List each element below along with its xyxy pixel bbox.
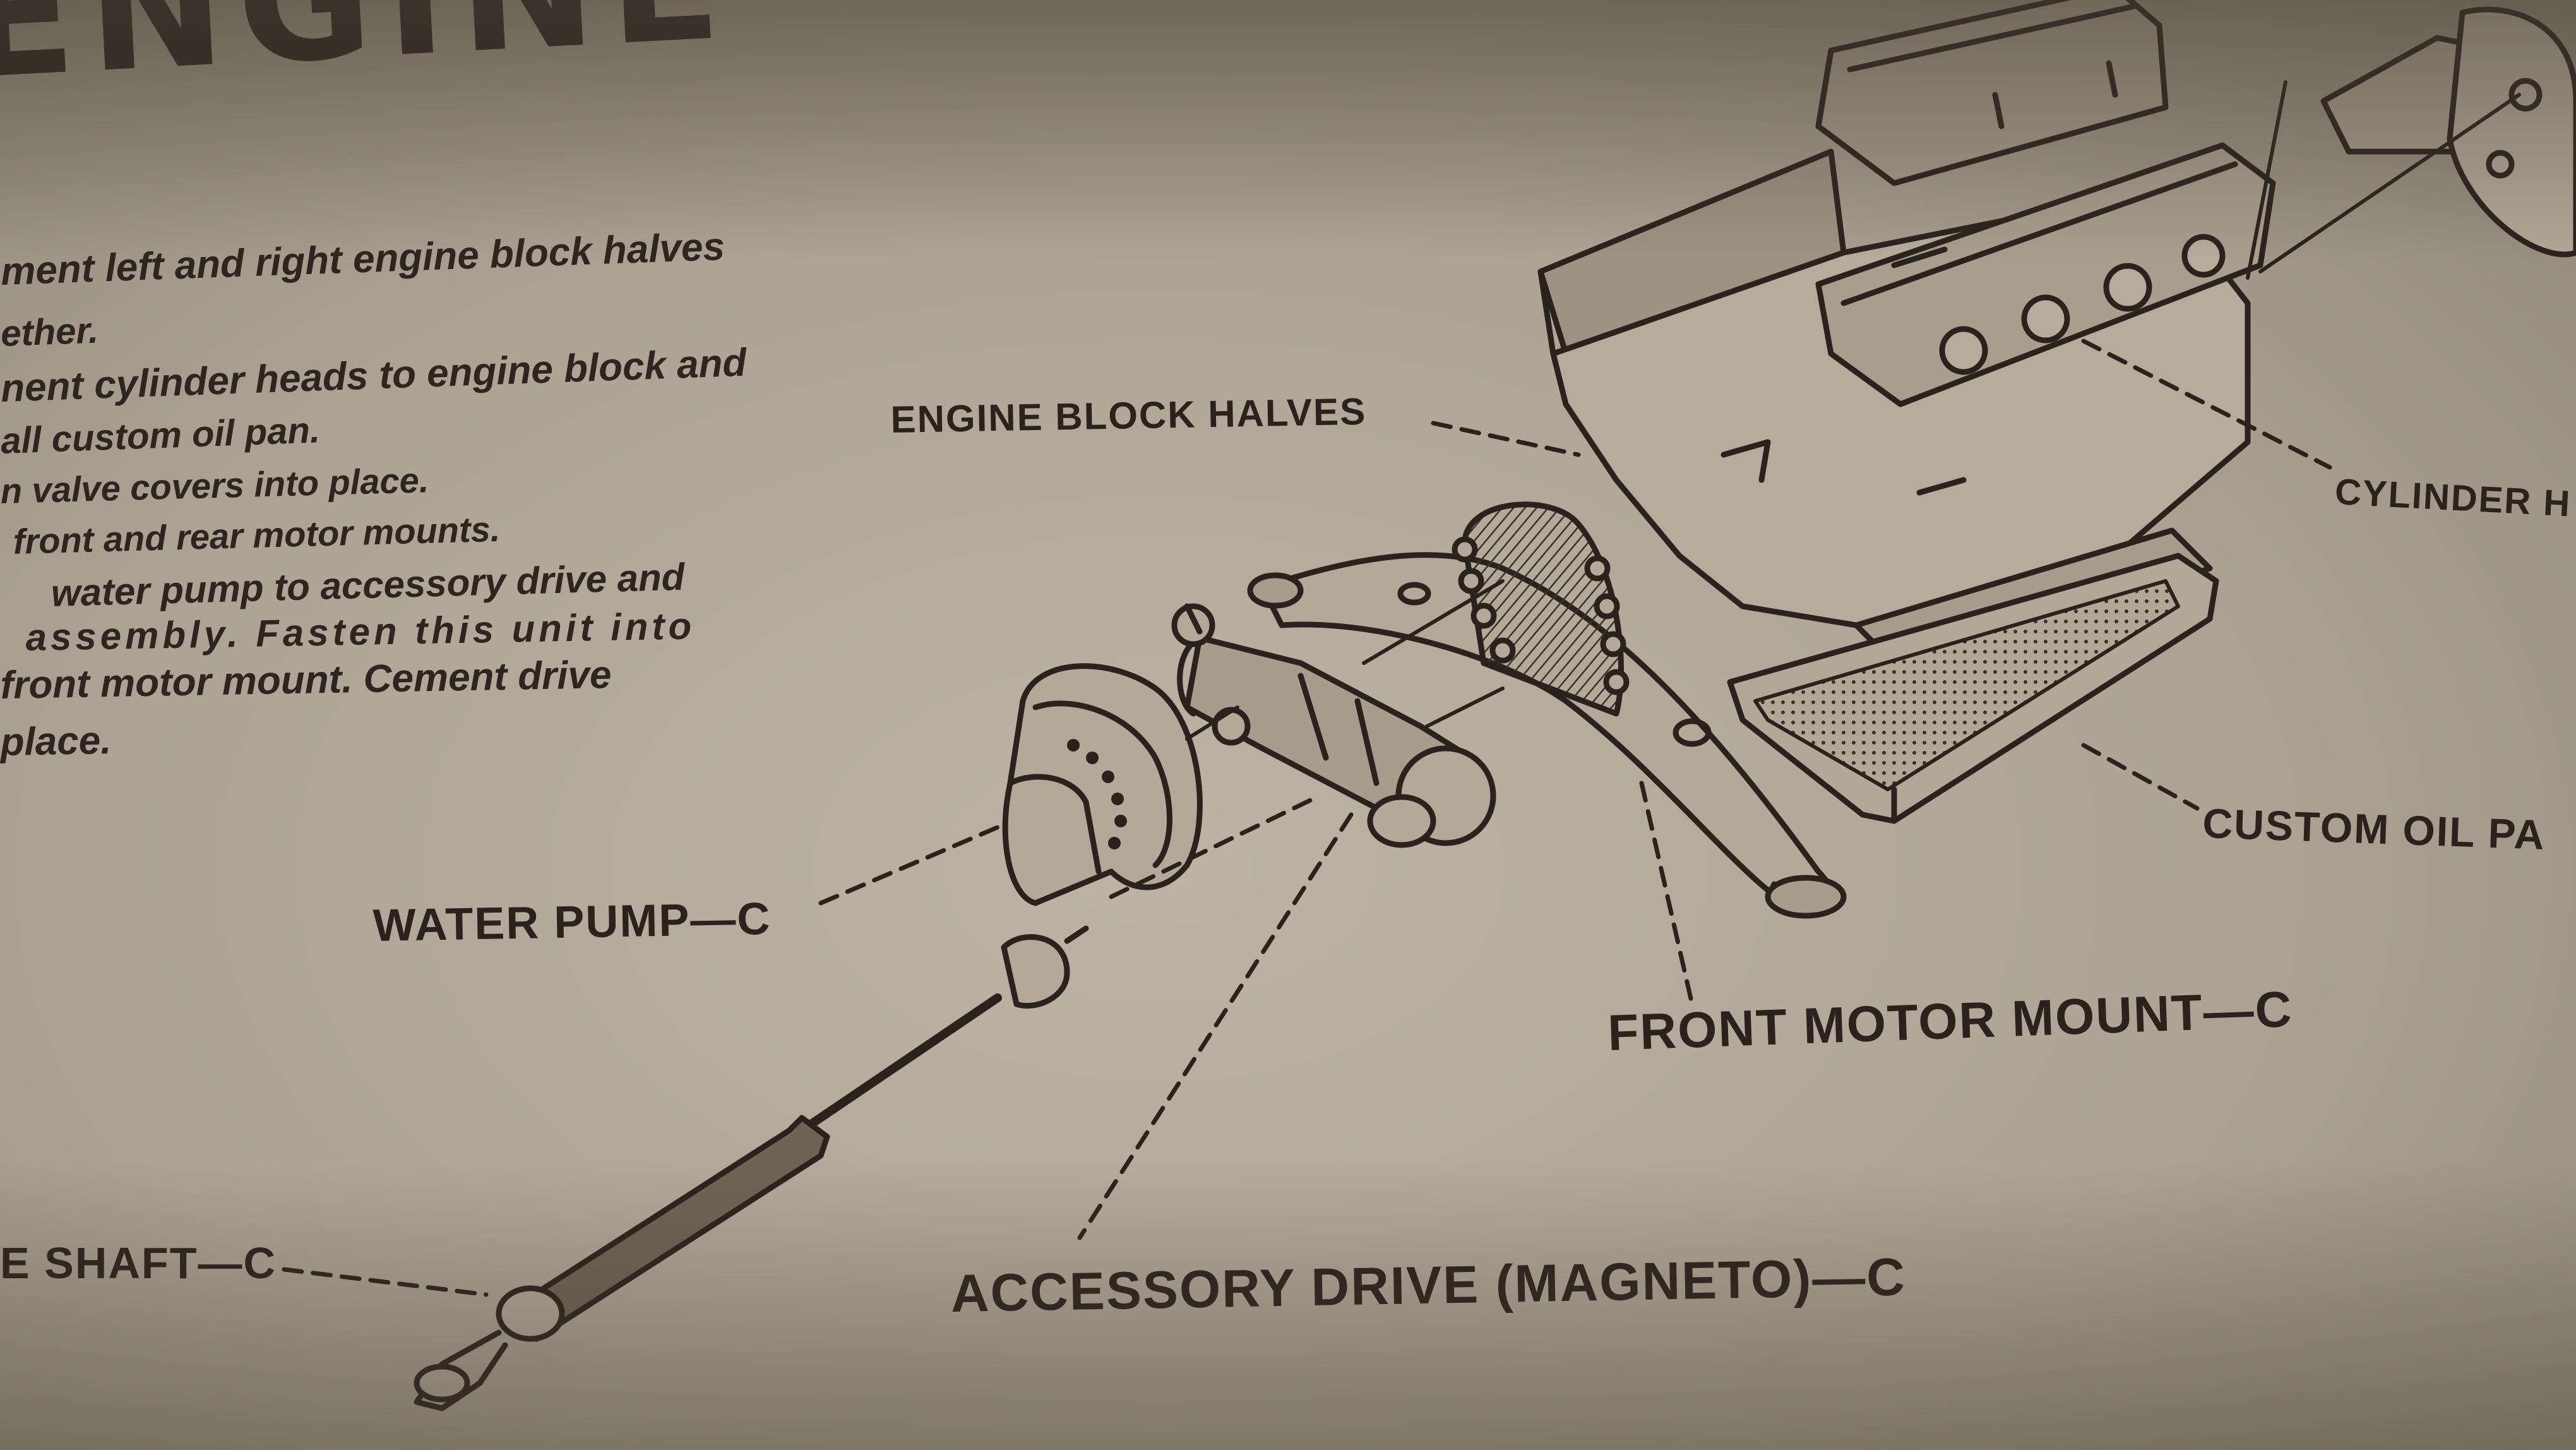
drive-shaft-drawing [414, 925, 1089, 1411]
label-engine-block-halves: ENGINE BLOCK HALVES [890, 390, 1367, 441]
label-water-pump: WATER PUMP—C [373, 893, 772, 951]
cylinder-head-drawing [2320, 6, 2576, 258]
label-drive-shaft: E SHAFT—C [0, 1238, 277, 1288]
